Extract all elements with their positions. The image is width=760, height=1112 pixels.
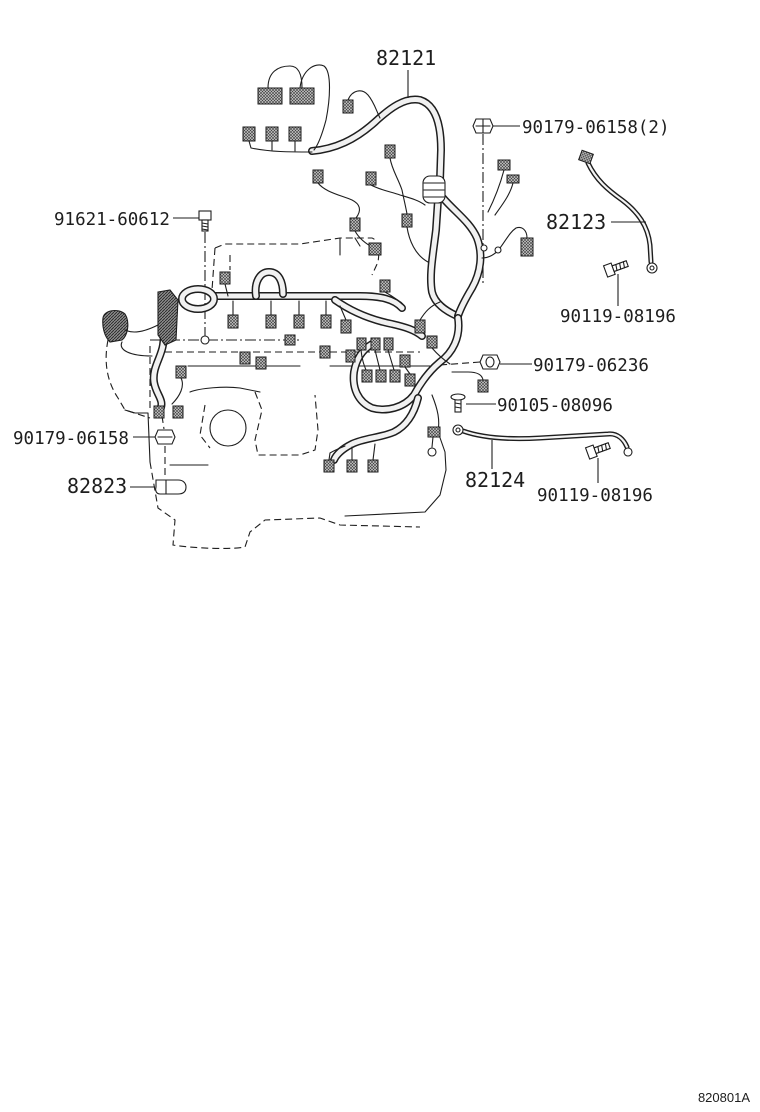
callout-82124[interactable]: 82124 [465,468,525,492]
bolt-90119-08196-lower-icon [584,442,611,460]
callout-90119-08196-lower[interactable]: 90119-08196 [537,486,653,506]
connector [153,405,165,419]
clamp-82823-icon [155,479,187,495]
connector [399,354,411,368]
connector [265,126,279,142]
connector [477,379,489,393]
connector [356,337,367,351]
connector [497,159,511,171]
connector [239,351,251,365]
bolt-91621-60612-icon [198,210,212,232]
callout-82123[interactable]: 82123 [546,210,606,234]
grommet [422,175,446,204]
connector [175,365,187,379]
connector [227,314,239,329]
harness-ring [178,285,218,313]
connector [506,174,520,184]
connector [365,171,377,186]
connector [319,345,331,359]
nut-90179-06158-top-icon [472,118,494,134]
wire-harness-82121 [102,100,481,460]
connector [384,144,396,159]
connector [312,169,324,184]
connector [414,319,426,334]
harness-segment-right-1 [431,200,457,316]
connector [288,126,302,142]
connector [265,314,277,329]
connector [289,87,315,105]
branch-wires [120,64,528,461]
illustration-code: 820801A [698,1090,750,1105]
left-sensor [102,309,129,343]
connector [383,337,394,351]
connector [426,335,438,349]
bolt-90105-08096-icon [450,393,466,413]
connector [293,314,305,329]
connector [320,314,332,329]
callout-90119-08196-upper[interactable]: 90119-08196 [560,307,676,327]
connector [389,369,401,383]
connector [367,459,379,473]
callout-82823[interactable]: 82823 [67,474,127,498]
left-housing [157,289,179,346]
connector [342,99,354,114]
connector [401,213,413,228]
callout-82121[interactable]: 82121 [376,46,436,70]
leader-lines [130,70,646,488]
connector [375,369,387,383]
connector [404,373,416,387]
nut-90179-06236-icon [479,354,501,370]
connector [379,279,391,293]
connector [349,217,361,232]
callout-91621-60612[interactable]: 91621-60612 [54,210,170,230]
callout-90105-08096[interactable]: 90105-08096 [497,396,613,416]
wire-82124 [452,424,633,457]
connector [520,237,534,257]
wire-82123-ring-terminal [646,262,658,274]
connector [346,459,358,473]
connector [427,426,441,438]
bolt-90119-08196-upper-icon [602,260,629,278]
connector [284,334,296,346]
callout-90179-06236[interactable]: 90179-06236 [533,356,649,376]
connector [368,242,382,256]
connector [340,319,352,334]
mounting-lines [161,134,484,478]
nut-90179-06158-left-icon [154,429,176,445]
connector [345,349,356,363]
pulley-outline [209,409,247,447]
harness-segment-horizontal [214,296,402,308]
connector [361,369,373,383]
wire-82123 [578,149,658,274]
callout-90179-06158-qty2[interactable]: 90179-06158(2) [522,118,670,138]
connector [242,126,256,142]
wire-82124-ring-terminal-left [452,424,464,436]
wire-82124-ring-terminal-right [623,447,633,457]
harness-segment-right-2 [443,198,480,316]
wire-82123-terminal [578,149,594,165]
connector-group [153,87,534,473]
connector [219,271,231,285]
connector [370,337,381,351]
connector [172,405,184,419]
connector [255,356,267,370]
connector [323,459,335,473]
connector [257,87,283,105]
callout-90179-06158[interactable]: 90179-06158 [13,429,129,449]
